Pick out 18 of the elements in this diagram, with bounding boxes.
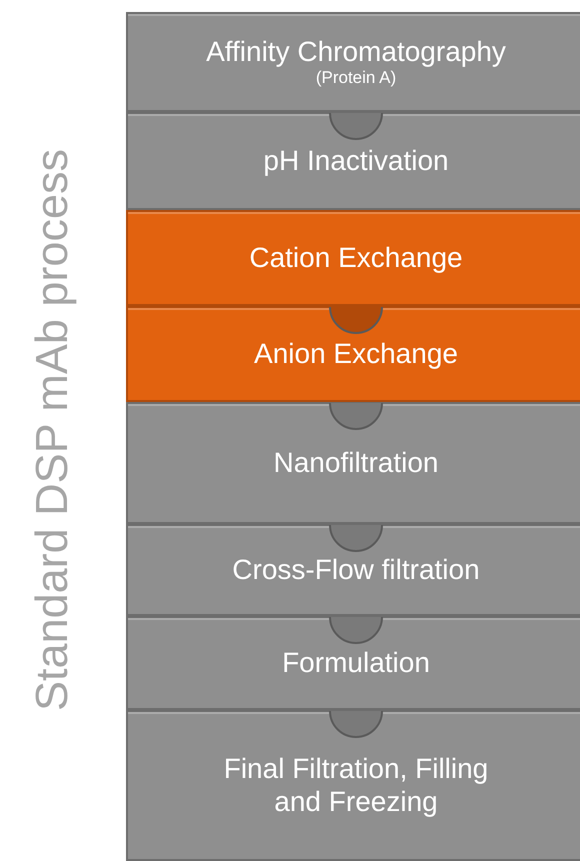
process-step-box <box>126 12 580 112</box>
step-label: Nanofiltration <box>272 446 440 480</box>
process-step-box <box>126 112 580 210</box>
process-step-box <box>126 710 580 861</box>
step-label: Cation Exchange <box>248 242 464 274</box>
step-label: Final Filtration, Filling and Freezing <box>222 753 490 818</box>
step-label: Cross-Flow filtration <box>231 554 481 586</box>
highlighted-step-box <box>126 306 580 402</box>
process-step-box <box>126 402 580 524</box>
vertical-title: Standard DSP mAb process <box>26 149 78 711</box>
highlighted-step-box <box>126 210 580 306</box>
step-label: Affinity Chromatography <box>205 36 507 68</box>
process-step-box <box>126 524 580 616</box>
step-label: pH Inactivation <box>262 144 450 178</box>
step-label: Anion Exchange <box>253 338 459 370</box>
step-label: Formulation <box>281 646 431 680</box>
step-sublabel: (Protein A) <box>316 68 396 88</box>
process-step-box <box>126 616 580 710</box>
